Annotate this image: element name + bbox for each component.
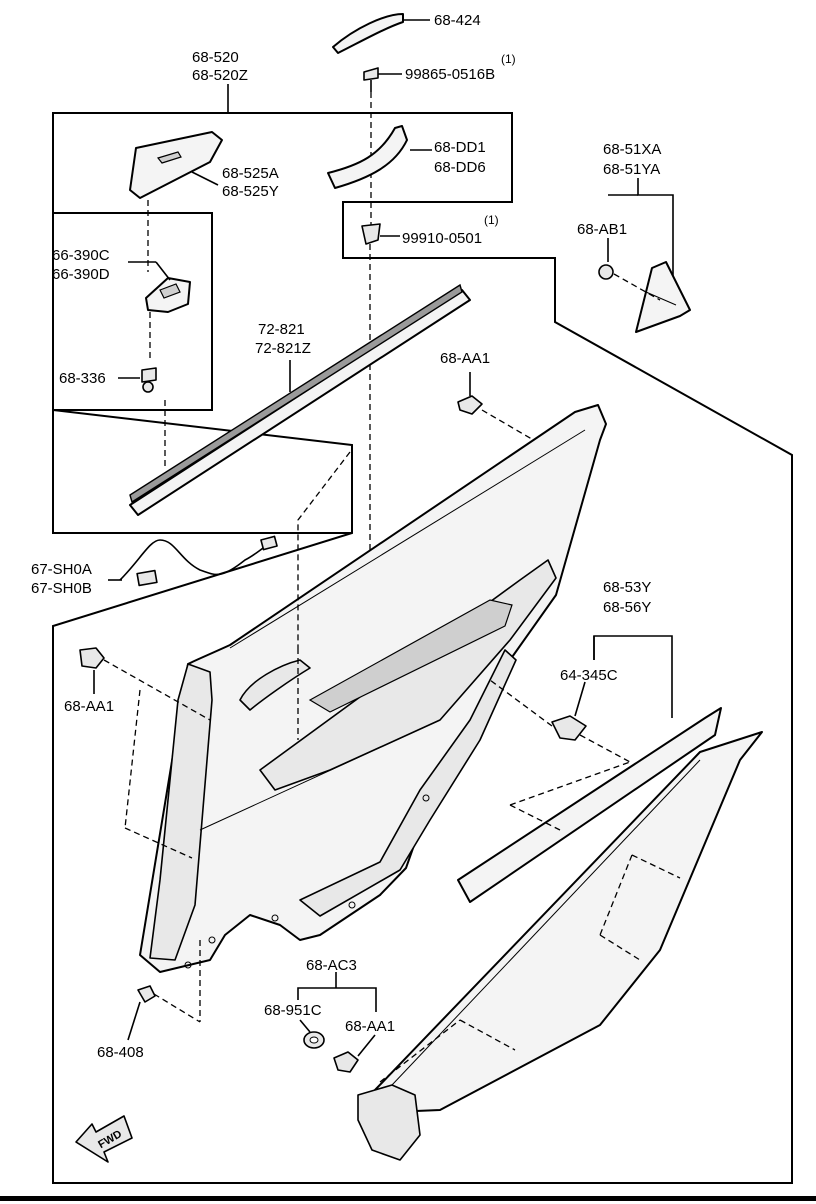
part-68-51xa [608,178,691,333]
part-68-ab1 [598,238,661,301]
part-68-424 [332,13,430,54]
part-68-ac3 [297,972,377,1073]
label-68-336: 68-336 [59,370,106,387]
label-68-dd1: 68-DD1 [434,139,486,156]
label-68-aa1-top: 68-AA1 [440,350,490,367]
label-68-525a: 68-525A [222,165,279,182]
label-qty-1-b: (1) [484,213,499,227]
part-64-345c [489,679,631,763]
part-68-336-screw [118,367,166,470]
label-68-520z: 68-520Z [192,67,248,84]
label-qty-1-a: (1) [501,52,516,66]
label-99910-0501: 99910-0501 [402,230,482,247]
label-68-ac3: 68-AC3 [306,957,357,974]
label-68-51xa: 68-51XA [603,141,661,158]
part-99865-screw [363,67,402,228]
assembly-box-inner-a [52,113,352,534]
label-68-ab1: 68-AB1 [577,221,627,238]
part-68-dd1 [327,125,432,189]
label-68-dd6: 68-DD6 [434,159,486,176]
part-68-525a [129,131,223,272]
label-67-sh0a: 67-SH0A [31,561,92,578]
part-68-aa1-left [79,647,211,859]
label-68-951c: 68-951C [264,1002,322,1019]
label-68-51ya: 68-51YA [603,161,660,178]
label-72-821: 72-821 [258,321,305,338]
part-68-53y [457,635,722,903]
label-68-525y: 68-525Y [222,183,279,200]
part-door-trim-panel [139,404,607,973]
part-66-390c [128,261,191,362]
label-68-53y: 68-53Y [603,579,651,596]
label-68-520: 68-520 [192,49,239,66]
label-68-424: 68-424 [434,12,481,29]
label-67-sh0b: 67-SH0B [31,580,92,597]
label-72-821z: 72-821Z [255,340,311,357]
part-scuff-strip [357,731,763,1161]
label-66-390c: 66-390C [52,247,110,264]
label-68-aa1-bottom: 68-AA1 [345,1018,395,1035]
label-64-345c: 64-345C [560,667,618,684]
label-66-390d: 66-390D [52,266,110,283]
part-72-821 [129,283,471,516]
fwd-arrow-icon: FWD [75,1115,133,1163]
part-68-408 [127,940,201,1041]
label-68-aa1-left: 68-AA1 [64,698,114,715]
part-67-sh0a-harness [108,535,278,587]
assembly-boxes [52,112,793,1184]
assembly-box-68-520 [52,112,793,1184]
label-68-56y: 68-56Y [603,599,651,616]
label-99865-0516b: 99865-0516B [405,66,495,83]
label-68-408: 68-408 [97,1044,144,1061]
bottom-rule [0,1196,816,1201]
